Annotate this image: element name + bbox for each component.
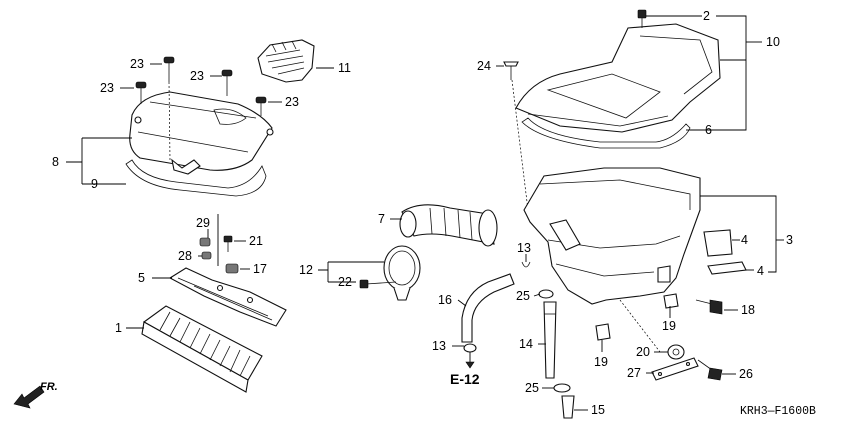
part-27-strap: [651, 357, 699, 381]
part-5-element-holder: [168, 267, 287, 327]
callout-17: 17: [253, 262, 267, 276]
part-18-bolt: [695, 299, 723, 315]
part-15-plug: [561, 395, 575, 419]
callout-labels: 1 2 3 4 4 5 6 7 8 9 10 11 12 13 13 14 15…: [52, 9, 793, 417]
part-6-seal: [521, 117, 691, 149]
part-7-connecting-tube: [399, 204, 498, 247]
callout-19b: 19: [594, 355, 608, 369]
part-2-bolt: [637, 9, 647, 28]
part-lower-case: [523, 167, 701, 353]
callout-4a: 4: [741, 233, 748, 247]
callout-23a: 23: [130, 57, 144, 71]
part-24-screw: [503, 61, 529, 211]
callout-11: 11: [338, 61, 351, 75]
part-14-drain-tube: [543, 301, 557, 379]
callout-23b: 23: [100, 81, 114, 95]
callout-12: 12: [299, 263, 313, 277]
callout-20: 20: [636, 345, 650, 359]
part-26-bolt: [697, 359, 723, 381]
callout-21: 21: [249, 234, 263, 248]
callout-3: 3: [786, 233, 793, 247]
part-22-screw: [359, 279, 397, 289]
drawing-code: KRH3—F1600B: [740, 405, 816, 418]
callout-6: 6: [705, 123, 712, 137]
callout-10: 10: [766, 35, 780, 49]
front-direction-indicator: FR.: [13, 381, 58, 409]
part-16-hose: [461, 273, 515, 343]
callout-4b: 4: [757, 264, 764, 278]
part-4-pads: [703, 229, 747, 275]
part-10-upper-case: [515, 23, 721, 133]
reference-label: E-12: [450, 371, 480, 387]
part-12-band: [383, 245, 421, 301]
part-19-clips: [595, 293, 679, 341]
callout-2: 2: [703, 9, 710, 23]
callout-14: 14: [519, 337, 533, 351]
callout-25a: 25: [516, 289, 530, 303]
callout-22: 22: [338, 275, 352, 289]
callout-24: 24: [477, 59, 491, 73]
callout-7: 7: [378, 212, 385, 226]
part-1-cleaner-element: [141, 305, 263, 393]
callout-25b: 25: [525, 381, 539, 395]
callout-26: 26: [739, 367, 753, 381]
part-11-intake-duct: [257, 39, 315, 83]
callout-29: 29: [196, 216, 210, 230]
callout-13a: 13: [517, 241, 531, 255]
front-arrow-icon: [13, 385, 45, 409]
callout-5: 5: [138, 271, 145, 285]
part-small-fittings: [199, 214, 239, 274]
callout-23c: 23: [190, 69, 204, 83]
part-8-cleaner-cover: [129, 91, 274, 175]
callout-28: 28: [178, 249, 192, 263]
callout-27: 27: [627, 366, 641, 380]
part-9-gasket: [125, 159, 267, 197]
part-23-screws: [135, 56, 267, 161]
callout-13b: 13: [432, 339, 446, 353]
part-20-grommet: [667, 344, 685, 360]
callout-23d: 23: [285, 95, 299, 109]
callout-1: 1: [115, 321, 122, 335]
callout-9: 9: [91, 177, 98, 191]
callout-15: 15: [591, 403, 605, 417]
part-25-clamps: [538, 289, 571, 393]
callout-16: 16: [438, 293, 452, 307]
leader-lines: [66, 15, 784, 411]
callout-18: 18: [741, 303, 755, 317]
callout-8: 8: [52, 155, 59, 169]
front-label: FR.: [40, 381, 58, 393]
callout-19a: 19: [662, 319, 676, 333]
